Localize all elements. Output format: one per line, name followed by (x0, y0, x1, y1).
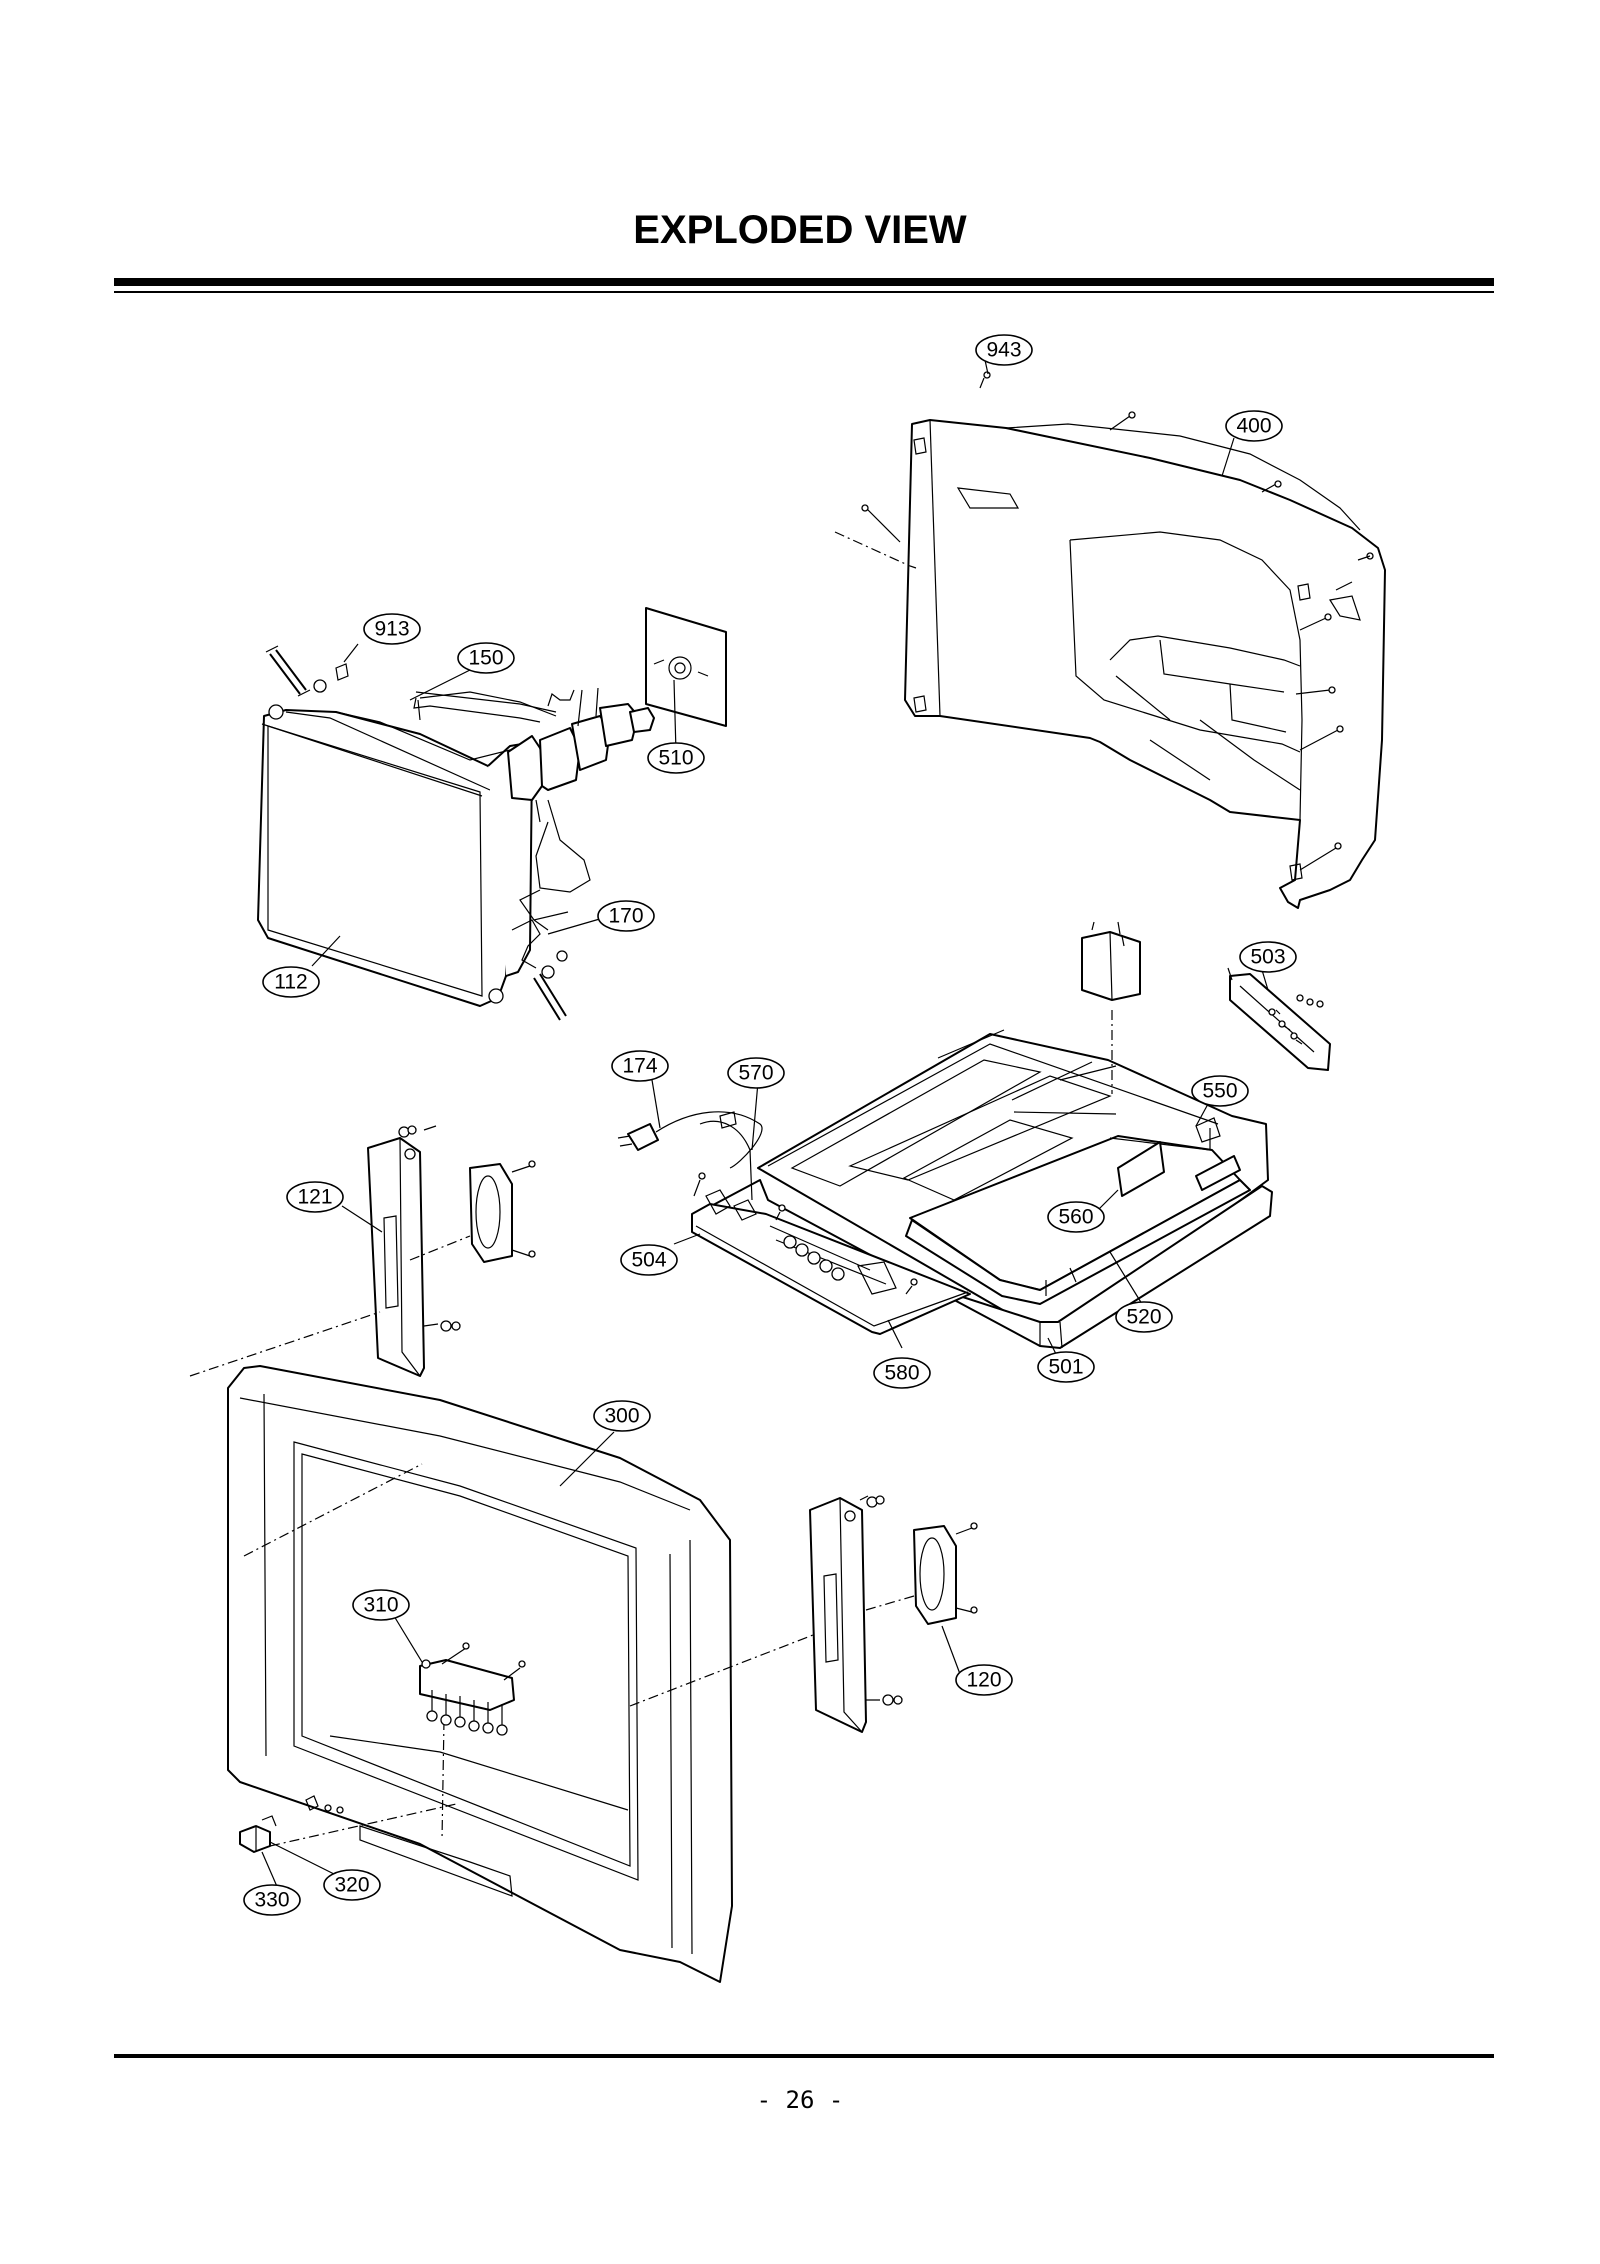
control-button (419, 1642, 526, 1736)
speaker-bracket-left (367, 1137, 425, 1377)
callout-510-label: 510 (658, 747, 693, 770)
callout-550-label: 550 (1202, 1080, 1237, 1103)
callout-520-label: 520 (1126, 1306, 1161, 1329)
callout-170-label: 170 (608, 905, 643, 928)
ground-wire (511, 919, 541, 969)
callout-570-label: 570 (738, 1062, 773, 1085)
tube-screws (265, 645, 568, 1021)
callout-174-label: 174 (622, 1055, 657, 1078)
callout-560: 560 (1047, 1201, 1105, 1233)
callout-112: 112 (262, 966, 320, 998)
title-rule-thin (114, 291, 1494, 293)
callout-120: 120 (955, 1664, 1013, 1696)
flyback-transformer (1081, 921, 1141, 1094)
callout-504: 504 (620, 1244, 678, 1276)
yoke-bracket (645, 607, 727, 727)
power-button (239, 1815, 277, 1853)
callout-501-label: 501 (1048, 1356, 1083, 1379)
picture-tube (257, 687, 655, 1007)
speaker-right (859, 1495, 978, 1706)
callout-943: 943 (975, 334, 1033, 366)
callout-310-label: 310 (363, 1594, 398, 1617)
callout-503-label: 503 (1250, 946, 1285, 969)
callout-520: 520 (1115, 1301, 1173, 1333)
callout-170: 170 (597, 900, 655, 932)
callout-560-label: 560 (1058, 1206, 1093, 1229)
callout-174: 174 (611, 1050, 669, 1082)
callout-400-label: 400 (1236, 415, 1271, 438)
callout-leaders (261, 359, 1269, 1899)
back-cover (904, 419, 1386, 909)
callout-504-label: 504 (631, 1249, 666, 1272)
callout-112-label: 112 (274, 971, 307, 994)
callout-580-label: 580 (884, 1362, 919, 1385)
callout-330: 330 (243, 1884, 301, 1916)
callout-913: 913 (363, 613, 421, 645)
callout-503: 503 (1239, 941, 1297, 973)
title-rule-thick (114, 278, 1494, 286)
speaker-left (189, 1125, 536, 1377)
callout-400: 400 (1225, 410, 1283, 442)
control-board (1227, 967, 1331, 1071)
callout-330-label: 330 (254, 1889, 289, 1912)
jack-pcb (691, 1172, 971, 1335)
page-title: EXPLODED VIEW (633, 208, 967, 252)
callout-550: 550 (1191, 1075, 1249, 1107)
callout-570: 570 (727, 1057, 785, 1089)
power-cord (617, 1111, 763, 1201)
callout-150: 150 (457, 642, 515, 674)
callout-510: 510 (647, 742, 705, 774)
callout-943-label: 943 (986, 339, 1021, 362)
sub-pcb (1117, 1117, 1241, 1197)
degaussing-coil (413, 691, 557, 723)
callout-121-label: 121 (297, 1186, 332, 1209)
callout-320-label: 320 (334, 1874, 369, 1897)
mounting-bracket (699, 1179, 1273, 1349)
callout-501: 501 (1037, 1351, 1095, 1383)
callout-121: 121 (286, 1181, 344, 1213)
callout-120-label: 120 (966, 1669, 1001, 1692)
callout-580: 580 (873, 1357, 931, 1389)
callout-913-label: 913 (374, 618, 409, 641)
callout-300: 300 (593, 1400, 651, 1432)
speaker-bracket-right (809, 1497, 867, 1733)
callout-300-label: 300 (604, 1405, 639, 1428)
back-cover-screws (834, 371, 1374, 871)
footer-rule (114, 2054, 1494, 2058)
page-number: - 26 - (756, 2086, 844, 2114)
callout-320: 320 (323, 1869, 381, 1901)
callout-310: 310 (352, 1589, 410, 1621)
callout-150-label: 150 (468, 647, 503, 670)
